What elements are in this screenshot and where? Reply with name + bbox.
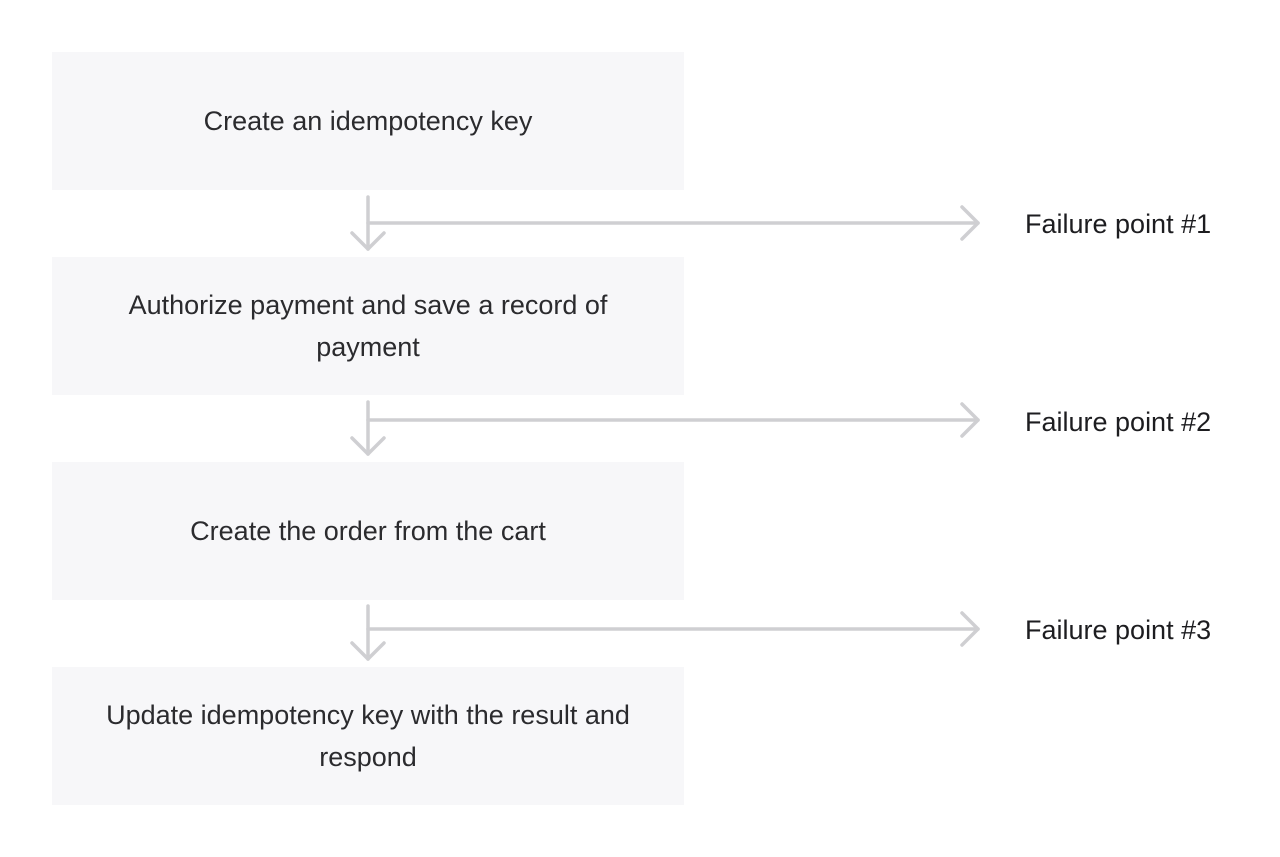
step-box-authorize-payment: Authorize payment and save a record of p… <box>52 257 684 395</box>
connector-2 <box>350 400 980 456</box>
right-arrow-head <box>960 611 980 647</box>
failure-point-label: Failure point #3 <box>1025 615 1212 645</box>
down-arrow-head <box>350 641 386 661</box>
failure-point-label: Failure point #2 <box>1025 407 1212 437</box>
connector-1 <box>350 195 980 251</box>
failure-point-label: Failure point #1 <box>1025 209 1212 239</box>
connector-3 <box>350 604 980 661</box>
right-arrow-head <box>960 402 980 438</box>
step-label: Create the order from the cart <box>190 516 546 546</box>
step-box-create-key: Create an idempotency key <box>52 52 684 190</box>
step-label: Create an idempotency key <box>203 106 533 136</box>
down-arrow-head <box>350 436 386 456</box>
step-box-create-order: Create the order from the cart <box>52 462 684 600</box>
right-arrow-head <box>960 205 980 241</box>
step-box-update-key: Update idempotency key with the result a… <box>52 667 684 805</box>
step-label: Authorize payment and save a record of p… <box>128 290 608 362</box>
step-label: Update idempotency key with the result a… <box>106 700 630 772</box>
down-arrow-head <box>350 231 386 251</box>
